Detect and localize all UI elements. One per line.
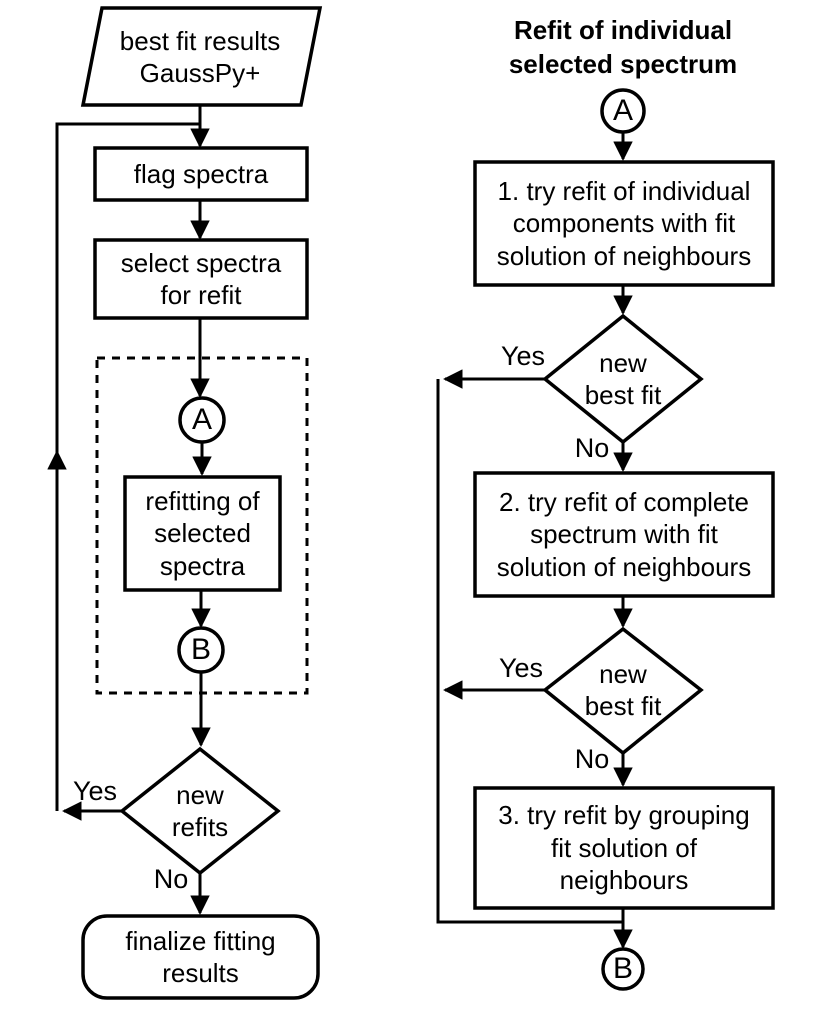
step3-shape [473, 786, 775, 910]
refitting-shape [123, 475, 282, 592]
step1-shape [473, 160, 775, 287]
start-parallelogram-shape [80, 6, 323, 107]
feedback-loop-line-left [55, 122, 200, 811]
new-best-fit-decision1-shape [542, 313, 704, 445]
connector-arrows [47, 105, 633, 949]
new-refits-decision-shape [119, 746, 281, 876]
select-spectra-shape [93, 238, 309, 320]
finalize-shape [81, 914, 320, 1000]
yes-return-line-right [436, 379, 623, 924]
refit-subprocess-dashed-region [95, 356, 309, 695]
step2-shape [473, 471, 775, 598]
connector-a-right-shape [600, 88, 646, 134]
connector-a-left-shape [178, 396, 226, 444]
new-best-fit-decision2-shape [542, 626, 704, 756]
flag-spectra-shape [93, 146, 309, 202]
connector-b-right-shape [601, 947, 645, 991]
connector-b-left-shape [177, 626, 225, 674]
